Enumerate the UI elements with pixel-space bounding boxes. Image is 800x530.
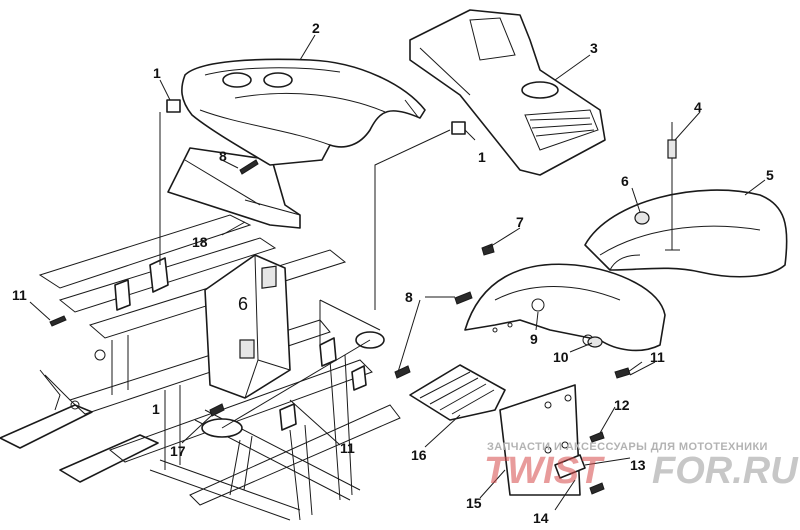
callout-11a: 11 [12, 287, 27, 303]
callout-17: 17 [170, 443, 186, 459]
callout-16: 16 [411, 447, 427, 463]
bolt-11a [49, 315, 67, 327]
callout-12: 12 [614, 397, 630, 413]
frame-assembly [0, 214, 401, 521]
callout-1a: 1 [153, 65, 161, 81]
part-2-front-hood [181, 58, 426, 166]
bolt-17 [209, 403, 225, 417]
part-4-antenna [665, 122, 680, 251]
part-3-dash-panel [409, 9, 606, 176]
bolt-11b [614, 367, 631, 379]
left-footrest [0, 404, 93, 449]
watermark-caption: ЗАПЧАСТИ И АКСЕССУАРЫ ДЛЯ МОТОТЕХНИКИ [487, 441, 768, 453]
nut-14 [589, 482, 605, 495]
callout-1b: 1 [478, 149, 486, 165]
callout-14: 14 [533, 510, 549, 526]
watermark: ЗАПЧАСТИ И АКСЕССУАРЫ ДЛЯ МОТОТЕХНИКИ TW… [484, 441, 799, 492]
callout-4: 4 [694, 99, 702, 115]
right-footrest [59, 434, 159, 483]
callout-8a: 8 [219, 148, 227, 164]
part-16-step-pad [409, 364, 506, 421]
callout-10: 10 [553, 349, 569, 365]
part-18-side-panel [167, 147, 301, 229]
callout-labels: 2 3 1 1 1 4 5 6 7 8 8 9 10 11 11 11 12 1… [12, 20, 774, 526]
bolt-8c [394, 365, 411, 379]
callout-8b: 8 [405, 289, 413, 305]
bolt-8a [239, 159, 259, 175]
callout-7: 7 [516, 214, 524, 230]
callout-3: 3 [590, 40, 598, 56]
callout-15: 15 [466, 495, 482, 511]
center-tower [204, 254, 291, 399]
frame-stamp-label: 6 [238, 294, 248, 314]
callout-9: 9 [530, 331, 538, 347]
part-14-clamp [554, 454, 586, 479]
callout-5: 5 [766, 167, 774, 183]
part-5-rear-fender [584, 189, 788, 278]
callout-11c: 11 [340, 440, 355, 456]
watermark-brand-left: TWIST [484, 450, 605, 492]
callout-1c: 1 [152, 401, 160, 417]
bolt-8b [454, 291, 473, 305]
callout-18: 18 [192, 234, 208, 250]
callout-6: 6 [621, 173, 629, 189]
front-mudguard [464, 263, 666, 352]
clip-1b [451, 121, 466, 135]
nut-12 [589, 431, 605, 443]
callout-2: 2 [312, 20, 320, 36]
watermark-brand-right: FOR.RU [652, 450, 799, 492]
clip-1a [166, 99, 181, 113]
callout-11b: 11 [650, 349, 665, 365]
washer-10 [587, 336, 603, 348]
bolt-7 [481, 243, 495, 256]
fasteners [49, 99, 631, 495]
leader-lines [29, 34, 766, 511]
callout-13: 13 [630, 457, 646, 473]
